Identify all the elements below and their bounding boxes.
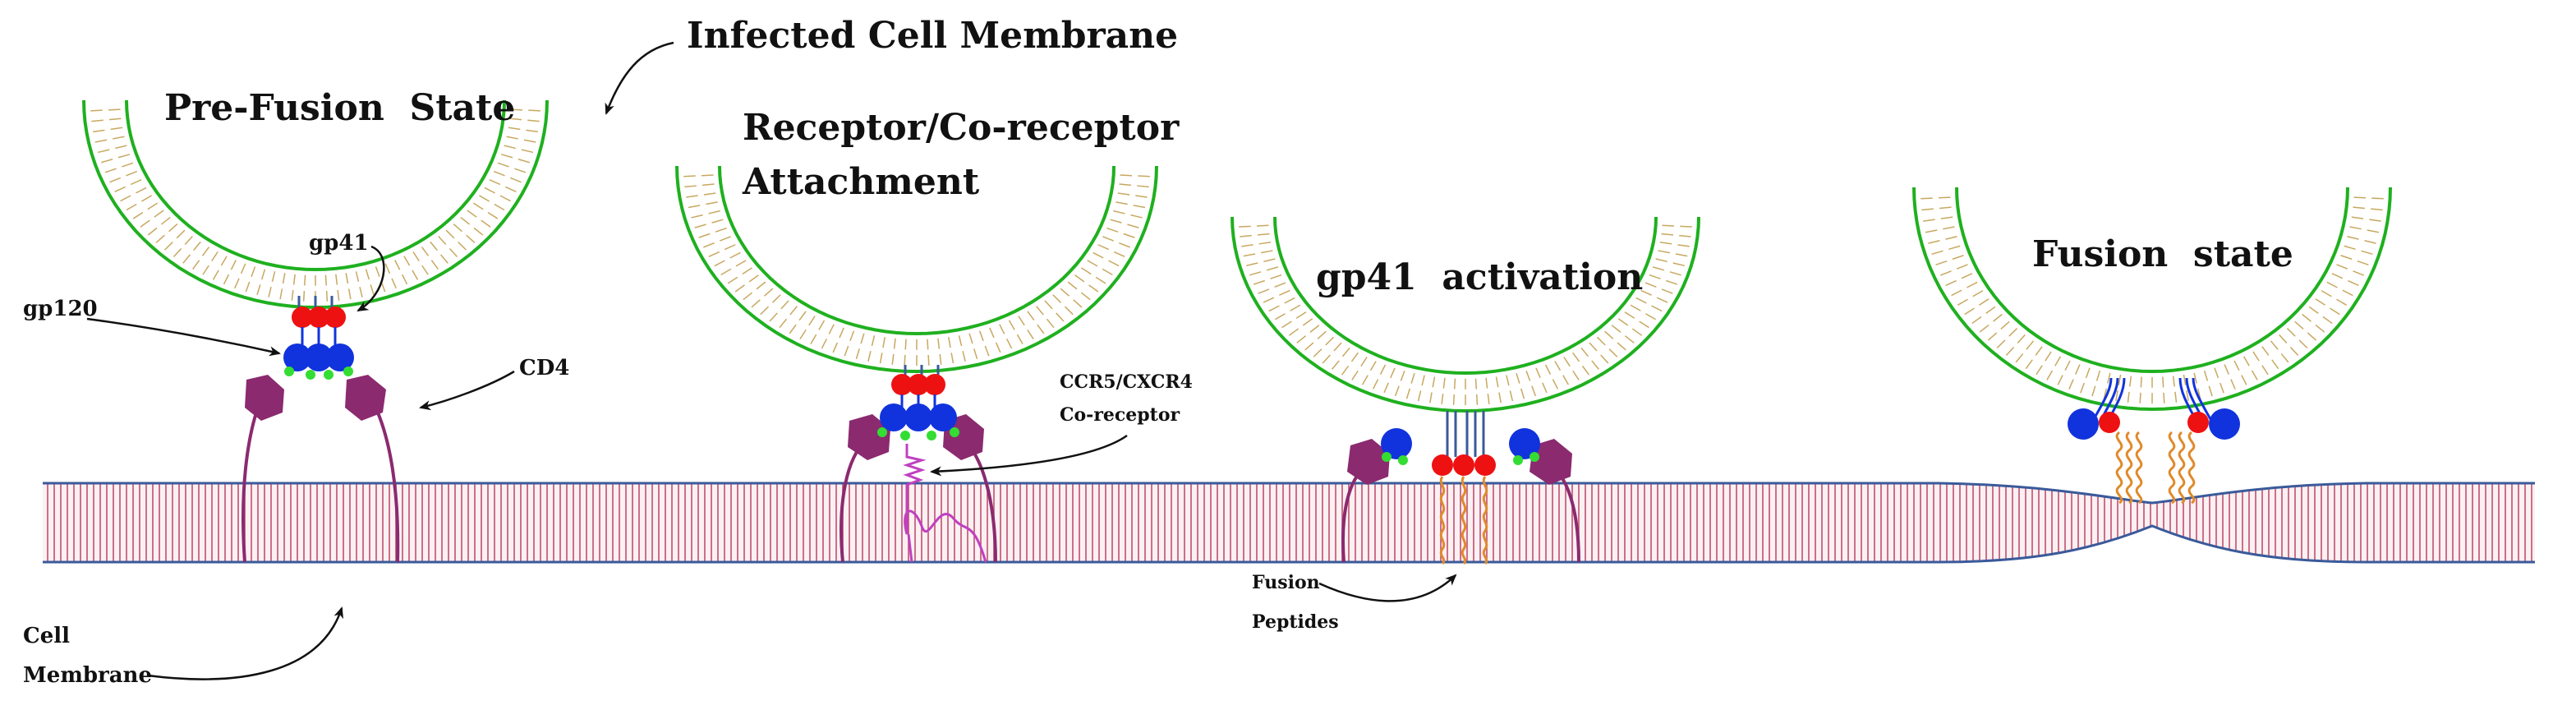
pre-fusion-state-label: Pre-Fusion State [164, 87, 515, 129]
gp120-left-3 [1381, 428, 1412, 459]
cd4-receptor-left [245, 375, 284, 421]
fusion-peptides-3 [1439, 476, 1488, 565]
gp120-label: gp120 [23, 297, 98, 321]
annotation-arrows [86, 41, 1457, 680]
gp41-label: gp41 [309, 231, 369, 256]
gp41-complex-2 [891, 365, 945, 408]
cd4-receptor-right [345, 375, 386, 421]
envelope-attachment [675, 165, 1158, 374]
envelope-gp41-activation-inner [1273, 216, 1658, 376]
envelope-fusion-inner [1955, 187, 2349, 374]
fusion-peptides-label-line2: Peptides [1252, 611, 1339, 633]
cd4-label: CD4 [519, 356, 569, 380]
stage-gp41-activation [1341, 411, 1580, 565]
bilayer-bottom-line [43, 524, 2535, 564]
gp41-activation-label: gp41 activation [1316, 256, 1643, 298]
cell-membrane-label-line1: Cell [23, 624, 70, 648]
arrow-cd4 [419, 370, 515, 411]
fusion-state-label: Fusion state [2032, 233, 2293, 275]
stage-fusion [2068, 377, 2240, 505]
envelope-gp41-activation-outer [1230, 216, 1700, 413]
cd4-receptor-right-3 [1530, 439, 1572, 485]
envelope-gp41-activation [1230, 216, 1700, 413]
arrow-coreceptor [930, 434, 1128, 477]
cell-membrane-bilayer [43, 482, 2535, 564]
gp120-left-4 [2068, 408, 2099, 440]
fusion-peptides-4 [2115, 431, 2196, 505]
envelope-attachment-outer [675, 165, 1158, 374]
gp41-right-4 [2187, 412, 2209, 433]
arrow-cell-membrane [147, 606, 343, 680]
envelope-pre-fusion [82, 99, 549, 310]
gp120-complex-2 [877, 403, 959, 440]
gp41-left-4 [2099, 412, 2120, 433]
coreceptor-label-line2: Co-receptor [1060, 404, 1180, 426]
arrow-gp120 [86, 317, 281, 357]
coreceptor-chain [903, 444, 987, 563]
gp41-complex [292, 296, 346, 345]
attachment-label-line2: Attachment [742, 161, 980, 203]
envelope-fusion [1912, 187, 2392, 412]
stage-attachment [840, 365, 997, 563]
arrow-gp41 [356, 245, 385, 312]
gp41-extended-3 [1432, 411, 1496, 476]
envelope-fusion-outer [1912, 187, 2392, 412]
infected-cell-membrane-label: Infected Cell Membrane [687, 15, 1178, 57]
arrow-fusion-peptides [1318, 574, 1457, 602]
arrow-infected-membrane [605, 41, 674, 115]
gp120-complex [283, 343, 354, 380]
fusion-peptides-label-line1: Fusion [1252, 572, 1320, 593]
envelope-pre-fusion-inner [125, 99, 506, 272]
gp120-right-4 [2209, 408, 2240, 440]
coreceptor-label-line1: CCR5/CXCR4 [1060, 371, 1193, 393]
envelope-attachment-inner [718, 165, 1116, 336]
cd4-receptor-left-2 [848, 414, 890, 460]
attachment-label-line1: Receptor/Co-receptor [743, 107, 1180, 149]
cd4-receptor-left-3 [1347, 439, 1390, 485]
bilayer-top-line [43, 482, 2535, 505]
gp120-right-3 [1509, 428, 1540, 459]
cell-membrane-label-line2: Membrane [23, 663, 152, 688]
stage-pre-fusion [242, 296, 400, 563]
bilayer-fill [43, 483, 2535, 562]
